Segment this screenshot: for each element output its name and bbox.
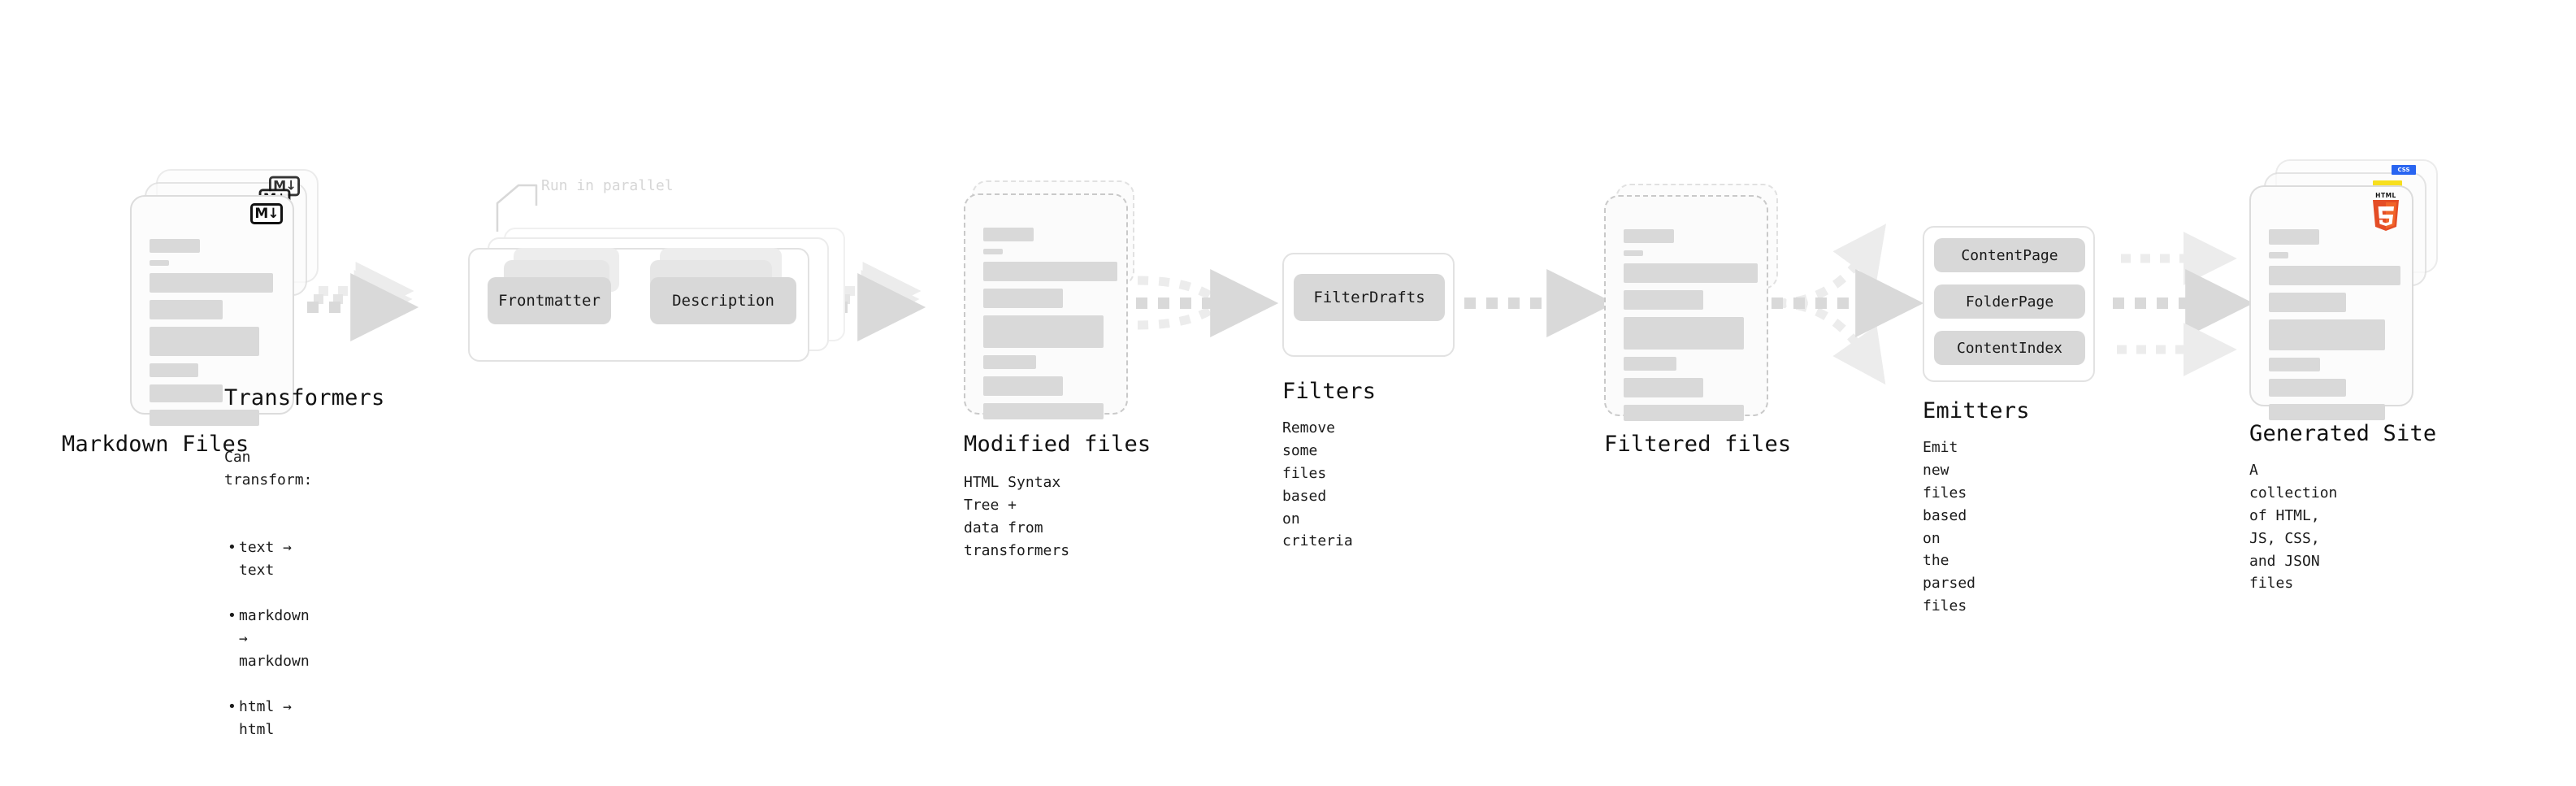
filters-subtitle: Remove some files based on criteria: [1282, 419, 1353, 550]
transformer-chip-description[interactable]: Description: [650, 277, 796, 324]
site-card-front: [2249, 185, 2413, 420]
flow-modified-to-filters: [1136, 269, 1279, 337]
pipeline-diagram: M↓ M↓ M↓ Markdown Files: [0, 0, 2576, 681]
generated-site-subtitle: A collection of HTML, JS, CSS, and JSON …: [2249, 462, 2338, 593]
filtered-card-front: [1604, 195, 1768, 421]
modified-files-subtitle: HTML Syntax Tree + data from transformer…: [964, 474, 1070, 559]
filters-title: Filters: [1282, 379, 1377, 404]
generated-site-title: Generated Site: [2249, 421, 2437, 446]
modified-files-title: Modified files: [964, 432, 1151, 457]
flow-filtered-to-emitters: [1772, 224, 1924, 385]
modified-card-front: [964, 193, 1128, 419]
site-card-bars: [2269, 229, 2400, 428]
markdown-icon: M↓: [250, 203, 283, 224]
emitters-chip-contentpage[interactable]: ContentPage: [1934, 238, 2085, 272]
markdown-files-title: Markdown Files: [62, 432, 249, 457]
flow-emitters-to-site: [2113, 232, 2254, 376]
transformers-title: Transformers: [224, 385, 385, 410]
filtered-card-bars: [1624, 229, 1758, 428]
markdown-card-bars: [150, 239, 275, 433]
filtered-files-title: Filtered files: [1604, 432, 1792, 457]
filters-chip-filterdrafts[interactable]: FilterDrafts: [1294, 274, 1445, 321]
html5-icon-label: HTML: [2375, 192, 2396, 199]
transformers-capability-item: text → text: [228, 536, 312, 582]
modified-card-bars: [983, 228, 1117, 427]
emitters-title: Emitters: [1923, 398, 2030, 423]
css-icon: CSS: [2392, 165, 2416, 175]
transformers-capability-item: html → html: [228, 696, 312, 741]
markdown-card-front: [130, 195, 294, 426]
run-in-parallel-hint: Run in parallel: [541, 177, 674, 194]
transformers-subtitle: Can transform: text → text markdown → ma…: [224, 423, 312, 786]
flow-markdown-to-transformers: [307, 262, 419, 341]
transformers-subtitle-lead: Can transform:: [224, 448, 313, 489]
html5-icon: HTML: [2370, 192, 2401, 231]
transformers-capability-list: text → text markdown → markdown html → h…: [224, 515, 312, 764]
emitters-chip-folderpage[interactable]: FolderPage: [1934, 284, 2085, 319]
run-in-parallel-bracket: [496, 184, 538, 232]
emitters-subtitle: Emit new files based on the parsed files: [1923, 439, 1976, 615]
transformers-capability-item: markdown → markdown: [228, 605, 312, 673]
transformer-chip-frontmatter[interactable]: Frontmatter: [488, 277, 611, 324]
emitters-chip-contentindex[interactable]: ContentIndex: [1934, 331, 2085, 365]
